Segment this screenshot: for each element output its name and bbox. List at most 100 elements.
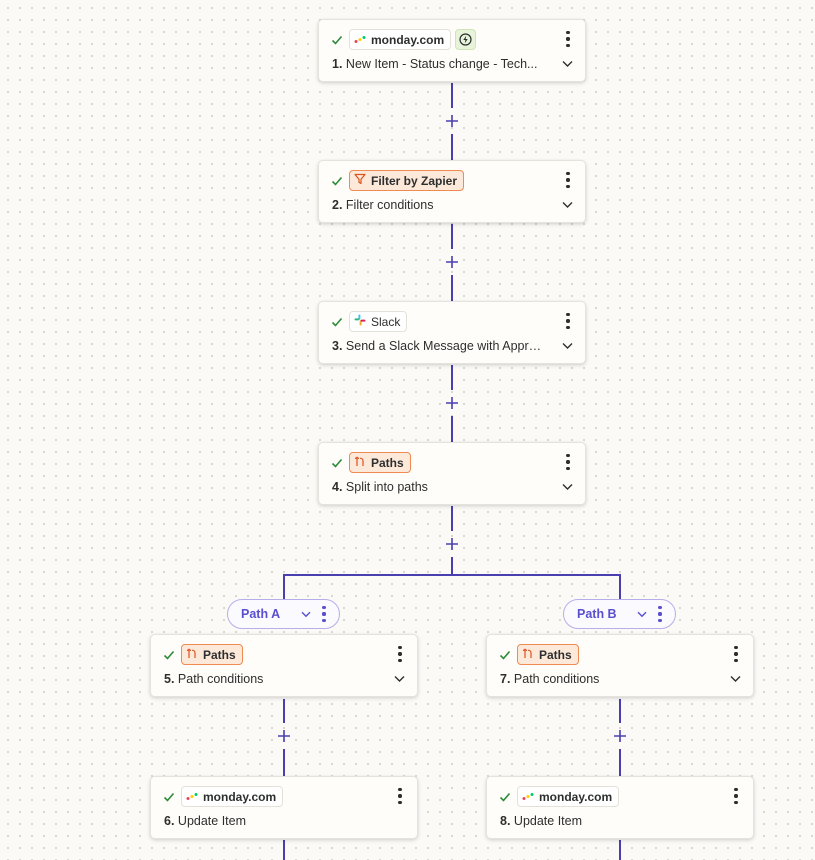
step-title-text: Path conditions <box>513 672 600 686</box>
bolt-icon <box>455 29 477 50</box>
chevron-down-icon[interactable] <box>562 201 573 209</box>
app-name: Paths <box>371 455 404 470</box>
filter-icon <box>354 173 366 188</box>
step-number: 7. <box>500 672 511 686</box>
step-title: 5. Path conditions <box>164 672 379 686</box>
step-header: Slack <box>331 311 577 332</box>
add-step-button[interactable] <box>443 253 461 271</box>
step-menu-button[interactable] <box>732 788 740 804</box>
connector-lines <box>283 83 621 860</box>
add-step-button[interactable] <box>275 727 293 745</box>
step-card-4[interactable]: Paths 4. Split into paths <box>318 442 586 505</box>
path-b-pill[interactable]: Path B <box>563 599 676 629</box>
app-chip[interactable]: monday.com <box>517 786 620 807</box>
app-name: monday.com <box>371 32 445 47</box>
chevron-down-icon[interactable] <box>730 675 741 683</box>
app-name: Slack <box>371 314 401 329</box>
step-title-text: New Item - Status change - Tech... <box>345 57 538 71</box>
check-icon <box>163 649 175 661</box>
step-menu-button[interactable] <box>564 454 572 470</box>
check-icon <box>331 316 343 328</box>
step-header: Paths <box>499 644 745 665</box>
step-menu-button[interactable] <box>396 788 404 804</box>
step-card-2[interactable]: Filter by Zapier 2. Filter conditions <box>318 160 586 223</box>
check-icon <box>331 34 343 46</box>
step-number: 2. <box>332 198 343 212</box>
path-menu-button[interactable] <box>657 606 663 622</box>
app-chip[interactable]: Paths <box>517 644 579 665</box>
app-chip[interactable]: Paths <box>181 644 243 665</box>
step-header: Paths <box>331 452 577 473</box>
app-name: Paths <box>539 647 572 662</box>
step-number: 8. <box>500 814 511 828</box>
step-title: 2. Filter conditions <box>332 198 547 212</box>
step-title-text: Send a Slack Message with Approv... <box>345 339 547 353</box>
check-icon <box>331 175 343 187</box>
chevron-down-icon[interactable] <box>301 611 311 618</box>
chevron-down-icon[interactable] <box>637 611 647 618</box>
step-title: 8. Update Item <box>500 814 715 828</box>
step-card-8[interactable]: monday.com 8. Update Item <box>486 776 754 839</box>
monday-logo-icon <box>186 790 198 804</box>
step-menu-button[interactable] <box>564 313 572 329</box>
paths-icon <box>186 647 198 662</box>
add-step-button[interactable] <box>443 112 461 130</box>
app-chip[interactable]: monday.com <box>349 29 452 50</box>
step-title-text: Update Item <box>177 814 247 828</box>
step-title-text: Update Item <box>513 814 583 828</box>
app-chip[interactable]: Slack <box>349 311 408 332</box>
step-title-text: Split into paths <box>345 480 428 494</box>
check-icon <box>163 791 175 803</box>
app-name: monday.com <box>203 789 277 804</box>
step-header: monday.com <box>331 29 577 50</box>
step-card-7[interactable]: Paths 7. Path conditions <box>486 634 754 697</box>
paths-icon <box>354 455 366 470</box>
step-card-1[interactable]: monday.com 1. New Item - Status change -… <box>318 19 586 82</box>
monday-logo-icon <box>354 33 366 47</box>
step-title-text: Path conditions <box>177 672 264 686</box>
step-menu-button[interactable] <box>564 172 572 188</box>
app-chip[interactable]: monday.com <box>181 786 284 807</box>
step-header: Filter by Zapier <box>331 170 577 191</box>
app-chip[interactable]: Paths <box>349 452 411 473</box>
chevron-down-icon[interactable] <box>562 60 573 68</box>
check-icon <box>499 649 511 661</box>
step-card-5[interactable]: Paths 5. Path conditions <box>150 634 418 697</box>
step-number: 1. <box>332 57 343 71</box>
monday-logo-icon <box>522 790 534 804</box>
step-number: 5. <box>164 672 175 686</box>
step-title-text: Filter conditions <box>345 198 434 212</box>
step-header: monday.com <box>499 786 745 807</box>
chevron-down-icon[interactable] <box>562 342 573 350</box>
app-name: monday.com <box>539 789 613 804</box>
step-card-3[interactable]: Slack 3. Send a Slack Message with Appro… <box>318 301 586 364</box>
step-title: 7. Path conditions <box>500 672 715 686</box>
step-number: 6. <box>164 814 175 828</box>
add-step-button[interactable] <box>443 394 461 412</box>
paths-icon <box>522 647 534 662</box>
chevron-down-icon[interactable] <box>394 675 405 683</box>
step-menu-button[interactable] <box>396 646 404 662</box>
check-icon <box>331 457 343 469</box>
add-step-button[interactable] <box>611 727 629 745</box>
app-name: Paths <box>203 647 236 662</box>
step-header: monday.com <box>163 786 409 807</box>
path-menu-button[interactable] <box>321 606 327 622</box>
add-path-step-button[interactable] <box>443 535 461 553</box>
path-a-pill[interactable]: Path A <box>227 599 340 629</box>
step-card-6[interactable]: monday.com 6. Update Item <box>150 776 418 839</box>
step-title: 4. Split into paths <box>332 480 547 494</box>
step-header: Paths <box>163 644 409 665</box>
chevron-down-icon[interactable] <box>562 483 573 491</box>
app-chip[interactable]: Filter by Zapier <box>349 170 465 191</box>
app-name: Filter by Zapier <box>371 173 458 188</box>
check-icon <box>499 791 511 803</box>
step-title: 6. Update Item <box>164 814 379 828</box>
step-number: 4. <box>332 480 343 494</box>
step-title: 3. Send a Slack Message with Approv... <box>332 339 547 353</box>
path-label: Path B <box>577 607 617 621</box>
step-number: 3. <box>332 339 343 353</box>
step-menu-button[interactable] <box>564 31 572 47</box>
step-menu-button[interactable] <box>732 646 740 662</box>
